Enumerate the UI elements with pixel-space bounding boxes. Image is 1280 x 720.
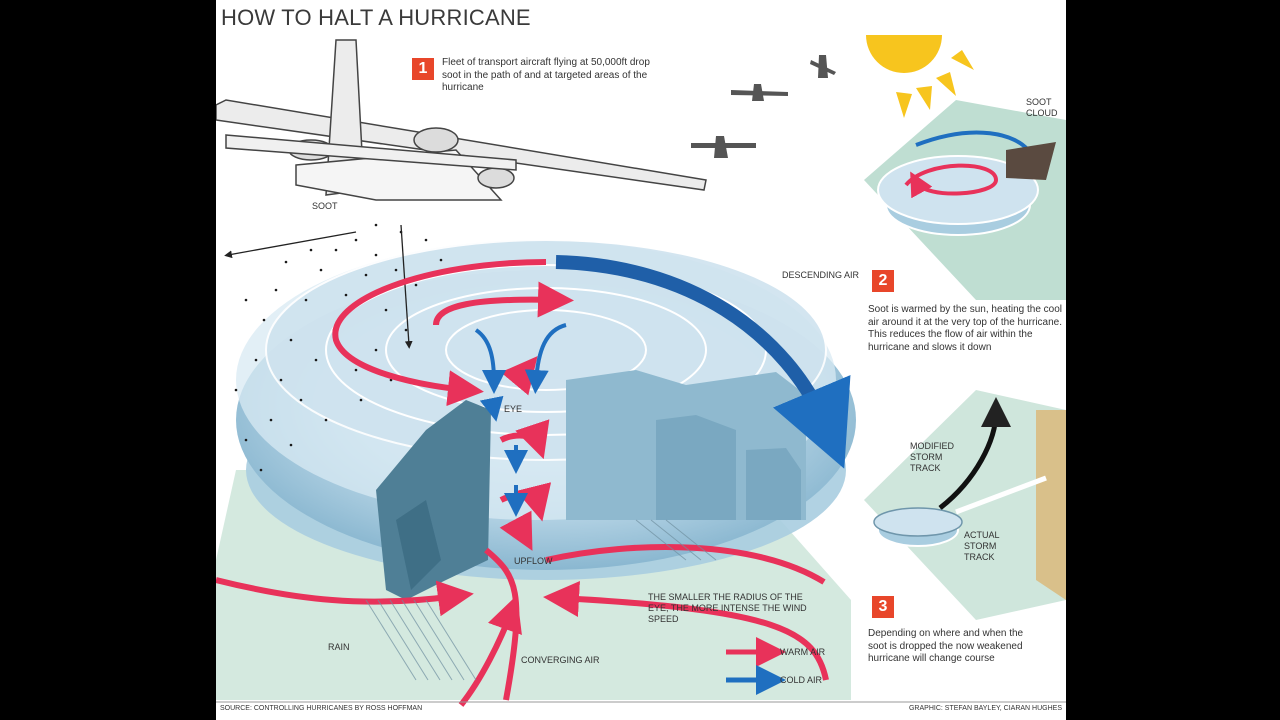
step3-tile bbox=[864, 390, 1066, 620]
eye-note-label: THE SMALLER THE RADIUS OF THE EYE, THE M… bbox=[648, 592, 807, 624]
eye-label: EYE bbox=[504, 404, 523, 414]
distant-plane-icon bbox=[691, 55, 836, 158]
descending-air-label: DESCENDING AIR bbox=[782, 270, 860, 280]
step2-badge: 2 bbox=[872, 270, 894, 292]
step1-text: Fleet of transport aircraft flying at 50… bbox=[442, 57, 650, 93]
sun-icon bbox=[866, 35, 974, 118]
step2-tile bbox=[864, 100, 1066, 300]
soot-drop-arrow bbox=[400, 224, 413, 349]
source-credit: SOURCE: CONTROLLING HURRICANES BY ROSS H… bbox=[220, 705, 423, 712]
converging-air-label: CONVERGING AIR bbox=[521, 655, 600, 665]
hurricane-illustration bbox=[216, 35, 1066, 707]
step3-badge: 3 bbox=[872, 596, 894, 618]
soot-dispersal-arrow bbox=[224, 231, 357, 259]
descending-air-arrow bbox=[555, 255, 851, 469]
soot-cloud-label: SOOT CLOUD bbox=[1026, 97, 1058, 118]
rain-hatching bbox=[365, 519, 717, 681]
step3-text: Depending on where and when the soot is … bbox=[868, 628, 1024, 664]
infographic-panel: HOW TO HALT A HURRICANE 1 Fleet of trans… bbox=[216, 0, 1066, 720]
soot-label: SOOT bbox=[312, 201, 338, 211]
soot-particles-icon bbox=[234, 223, 443, 472]
legend-cold-label: COLD AIR bbox=[780, 675, 823, 685]
actual-track-label: ACTUAL STORM TRACK bbox=[964, 530, 1000, 562]
modified-track-label: MODIFIED STORM TRACK bbox=[910, 441, 954, 473]
cold-air-arrows bbox=[474, 323, 567, 517]
graphic-credit: GRAPHIC: STEFAN BAYLEY, CIARAN HUGHES bbox=[908, 705, 1062, 712]
legend-warm-label: WARM AIR bbox=[780, 647, 826, 657]
step2-text: Soot is warmed by the sun, heating the c… bbox=[868, 304, 1063, 353]
transport-plane-icon bbox=[216, 39, 707, 201]
upflow-label: UPFLOW bbox=[514, 556, 553, 566]
rain-label: RAIN bbox=[328, 642, 350, 652]
warm-air-arrows bbox=[216, 259, 829, 707]
step1-badge: 1 bbox=[412, 58, 434, 80]
page-title: HOW TO HALT A HURRICANE bbox=[221, 5, 531, 30]
